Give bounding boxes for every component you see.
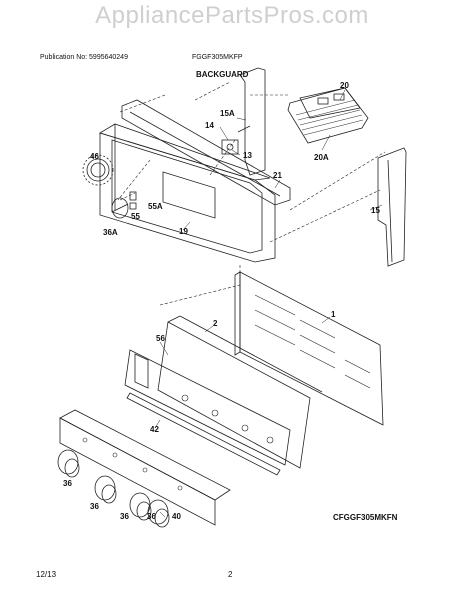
callout-19: 19	[179, 227, 188, 236]
callout-20A: 20A	[314, 153, 329, 162]
rear-panel-1	[234, 271, 384, 426]
control-panel-19	[99, 123, 276, 263]
callout-42: 42	[150, 425, 159, 434]
callout-21: 21	[273, 171, 282, 180]
callout-2: 2	[213, 319, 218, 328]
clips-55	[129, 191, 137, 210]
knob-46	[82, 154, 114, 186]
callout-55: 55	[131, 212, 140, 221]
side-bracket-15	[377, 147, 407, 267]
watermark: AppliancePartsPros.com	[95, 2, 369, 29]
diagram-reference: CFGGF305MKFN	[333, 513, 398, 522]
callout-36-d: 36	[147, 512, 156, 521]
knobs-36	[57, 449, 170, 528]
knob-36A	[111, 197, 129, 219]
callout-46: 46	[90, 152, 99, 161]
assembly-dashed-lines	[117, 81, 386, 306]
heat-shield-2	[157, 315, 323, 469]
callout-36-a: 36	[63, 479, 72, 488]
callout-55A: 55A	[148, 202, 163, 211]
section-title: BACKGUARD	[196, 70, 249, 79]
publication-number: Publication No: 5995640249	[40, 54, 128, 61]
callout-36A: 36A	[103, 228, 118, 237]
callout-20: 20	[340, 81, 349, 90]
knob-panel-40	[59, 409, 231, 526]
callout-13: 13	[243, 151, 252, 160]
callout-36-c: 36	[120, 512, 129, 521]
footer-date: 12/13	[36, 570, 57, 579]
strip-42	[126, 392, 281, 476]
bracket-assembly	[221, 67, 266, 176]
trim-21	[121, 99, 291, 206]
callout-numbers: 20 15A 14 13 46 21 20A 55A 55 15 36A 19 …	[63, 81, 380, 521]
callout-15: 15	[371, 206, 380, 215]
model-number: FGGF305MKFP	[192, 54, 243, 61]
callout-14: 14	[205, 121, 214, 130]
panel-56	[124, 349, 291, 466]
callout-36-b: 36	[90, 502, 99, 511]
page-number: 2	[228, 570, 233, 579]
callout-56: 56	[156, 334, 165, 343]
callout-40: 40	[172, 512, 181, 521]
leader-lines	[154, 89, 383, 518]
callout-1: 1	[331, 310, 336, 319]
control-board-20	[287, 87, 369, 144]
callout-15A: 15A	[220, 109, 235, 118]
